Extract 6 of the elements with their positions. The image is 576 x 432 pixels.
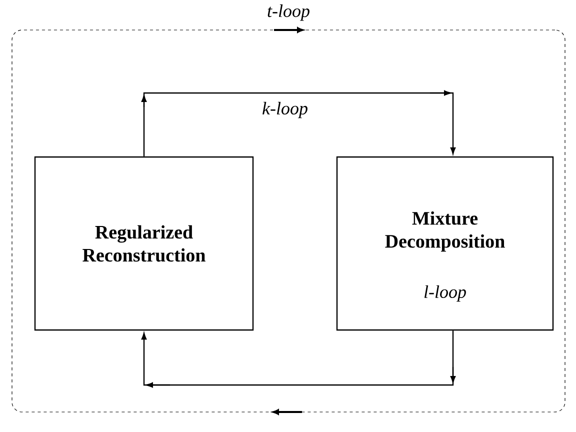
edge-label: k-loop [262, 102, 308, 118]
loop-label: t-loop [268, 4, 310, 21]
process-box: Regularized Reconstruction [34, 156, 254, 331]
arrow [141, 330, 456, 388]
arrow [141, 90, 456, 156]
loop-label: l-loop [424, 285, 466, 302]
